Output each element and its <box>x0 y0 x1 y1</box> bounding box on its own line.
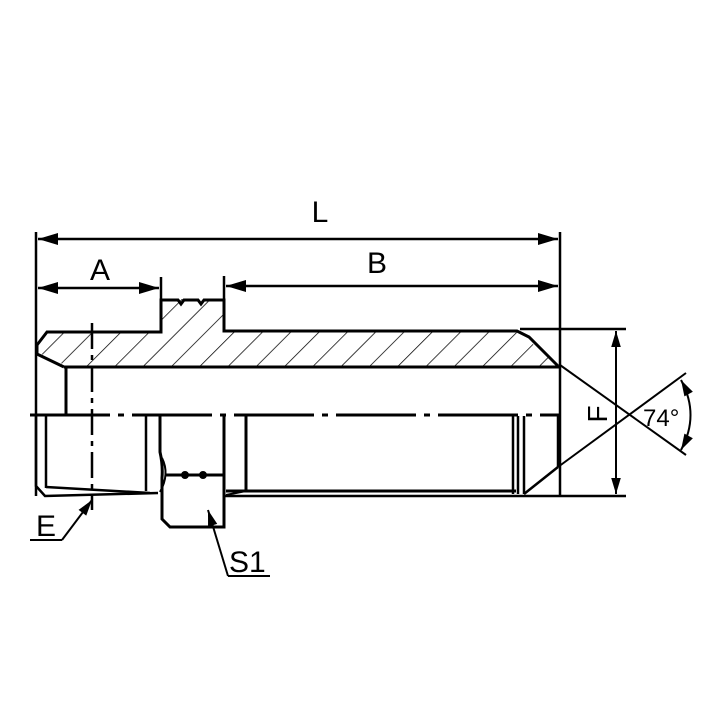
body-chamfer <box>225 490 247 496</box>
outer-profile <box>35 298 560 368</box>
thread-outline <box>34 416 159 498</box>
hex-dot-2 <box>199 471 207 479</box>
leader-s1-arrow <box>207 509 229 577</box>
leader-e-arrow <box>61 499 93 541</box>
leader-e: E <box>30 499 93 543</box>
label-s1: S1 <box>229 546 266 579</box>
angle-arc <box>680 379 693 451</box>
section-upper-half <box>35 298 626 414</box>
label-l: L <box>312 196 329 229</box>
dimension-a: A <box>38 254 163 330</box>
hex-dot-1 <box>181 471 189 479</box>
label-b: B <box>367 247 387 280</box>
cone-line-upper <box>559 364 687 456</box>
cone-line-lower <box>557 372 687 468</box>
dimension-f: F <box>582 331 621 494</box>
label-e: E <box>36 510 56 543</box>
angle-74: 74° <box>557 364 693 468</box>
hex-curve <box>159 457 167 493</box>
leader-s1: S1 <box>207 509 270 579</box>
flare-cone-lower <box>523 466 559 495</box>
outside-view-lower-half <box>34 416 626 529</box>
centerlines <box>30 323 560 510</box>
thread-taper-line <box>45 485 151 495</box>
left-chamfer <box>35 345 65 369</box>
dimension-b: B <box>222 247 558 330</box>
hex-nut <box>158 416 226 529</box>
angle-label: 74° <box>643 405 679 432</box>
label-f: F <box>582 405 613 422</box>
label-a: A <box>90 254 110 287</box>
